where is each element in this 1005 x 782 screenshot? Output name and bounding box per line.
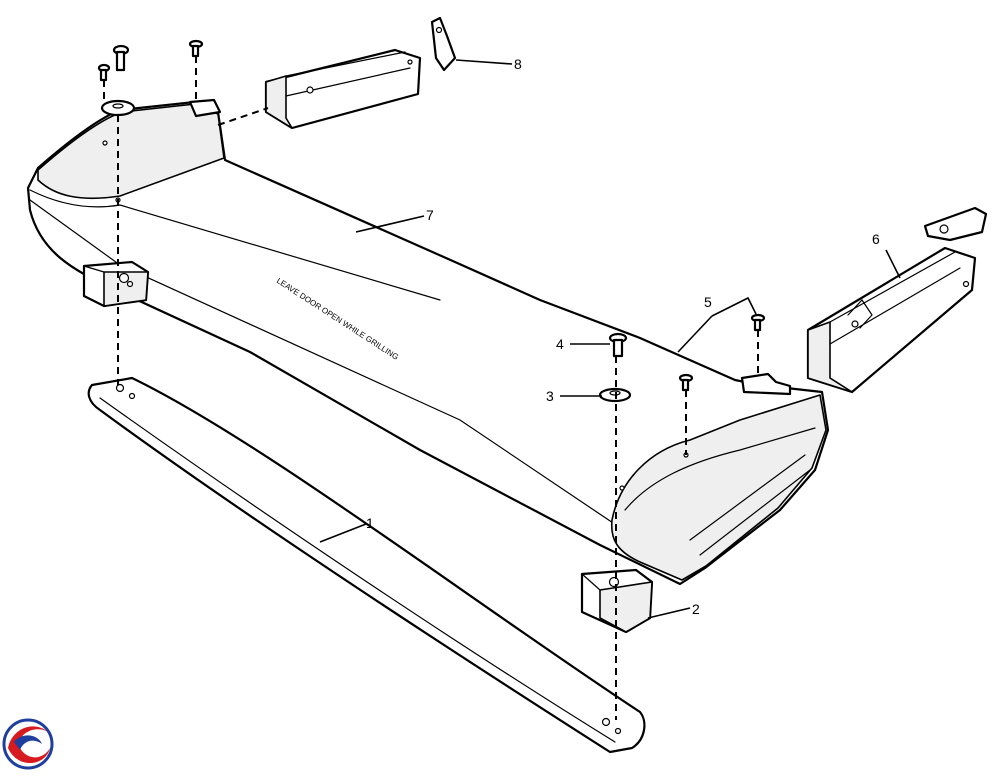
part-5-screw-b — [750, 313, 766, 332]
part-4-screw — [608, 332, 628, 358]
callout-4: 4 — [556, 336, 564, 352]
callout-7: 7 — [426, 207, 434, 223]
callout-6: 6 — [872, 231, 880, 247]
part-6-hinge-right — [806, 206, 988, 394]
callout-3: 3 — [546, 388, 554, 404]
brand-swirl-icon — [2, 718, 54, 770]
callout-labels: 1 2 3 4 5 6 7 8 — [366, 56, 880, 617]
screw-top-left-a — [112, 44, 130, 72]
part-2-spacer-block-left — [82, 260, 150, 308]
callout-8: 8 — [514, 56, 522, 72]
washer-top-left — [100, 99, 136, 117]
screw-top-left-c — [188, 39, 204, 58]
part-7-door-panel: LEAVE DOOR OPEN WHILE GRILLING — [26, 98, 830, 586]
callout-2: 2 — [692, 601, 700, 617]
callout-1: 1 — [366, 515, 374, 531]
part-8-hinge-left — [264, 16, 457, 130]
leader-lines — [319, 59, 901, 619]
part-1-trim-bar — [87, 376, 646, 754]
screw-top-left-b — [97, 63, 111, 82]
assembly-lines — [103, 56, 759, 720]
callout-5: 5 — [704, 294, 712, 310]
